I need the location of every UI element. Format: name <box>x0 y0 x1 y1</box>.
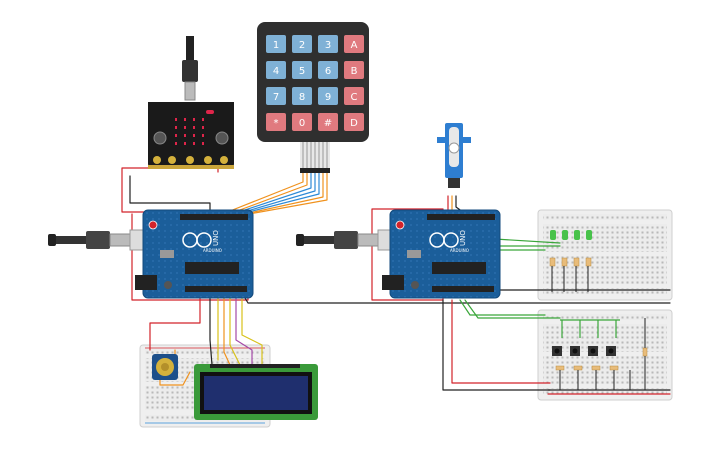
keypad-key-label: # <box>324 118 332 129</box>
keypad-key[interactable] <box>292 35 312 53</box>
keypad-key[interactable] <box>266 87 286 105</box>
keypad-4x4: 1 2 3 A 4 5 6 B 7 8 9 C * 0 # D <box>257 22 369 173</box>
keypad-key-label: 9 <box>325 92 331 103</box>
keypad-key-label: * <box>274 118 279 129</box>
keypad-key[interactable] <box>318 35 338 53</box>
keypad-key-label: 4 <box>273 66 279 77</box>
keypad-key[interactable] <box>344 61 364 79</box>
keypad-key-label: 6 <box>325 66 331 77</box>
arduino-uno-right: UNO ARDUINO <box>382 209 501 299</box>
keypad-key[interactable] <box>292 113 312 131</box>
usb-cable-right <box>296 229 395 251</box>
keypad-key[interactable] <box>292 87 312 105</box>
top-breadboard-jumpers <box>551 266 589 292</box>
keypad-key[interactable] <box>266 35 286 53</box>
led-row <box>550 230 592 240</box>
button-signal-wires <box>560 319 620 338</box>
keypad-key[interactable] <box>318 87 338 105</box>
breadboard-right-bottom <box>537 309 673 401</box>
keypad-key[interactable] <box>318 61 338 79</box>
usb-cable-left <box>48 229 147 251</box>
usb-cable-microbit <box>182 36 198 101</box>
keypad-key-label: D <box>350 118 358 129</box>
lcd-16x2 <box>194 364 318 420</box>
keypad-key-label: 0 <box>299 118 305 129</box>
arduino-right-brand-label: ARDUINO <box>450 248 469 253</box>
potentiometer <box>152 354 178 380</box>
keypad-key[interactable] <box>318 113 338 131</box>
microbit-led-matrix <box>175 118 204 145</box>
keypad-key-label: 5 <box>299 66 305 77</box>
keypad-key-label: A <box>351 40 358 51</box>
arduino-left-brand-label: ARDUINO <box>203 248 222 253</box>
arduino-left-model-label: UNO <box>212 230 220 246</box>
keypad-key[interactable] <box>266 113 286 131</box>
keypad-key-label: 1 <box>273 40 279 51</box>
keypad-key[interactable] <box>292 61 312 79</box>
breadboard-right-top <box>537 209 673 301</box>
bottom-breadboard-jumpers <box>559 318 646 390</box>
microbit <box>148 102 234 169</box>
arduino-right-model-label: UNO <box>459 230 467 246</box>
pushbutton-row <box>552 346 616 356</box>
keypad-key[interactable] <box>344 113 364 131</box>
arduino-uno-left: UNO ARDUINO <box>135 209 254 299</box>
keypad-key-label: 8 <box>299 92 305 103</box>
keypad-key-label: B <box>351 66 358 77</box>
servo-motor <box>437 123 471 188</box>
keypad-key[interactable] <box>344 87 364 105</box>
keypad-key[interactable] <box>266 61 286 79</box>
keypad-key[interactable] <box>344 35 364 53</box>
keypad-keys: 1 2 3 A 4 5 6 B 7 8 9 C * 0 # D <box>266 35 364 131</box>
microbit-edge-pins <box>153 156 228 164</box>
lcd-header-pins <box>210 364 300 368</box>
keypad-key-label: 7 <box>273 92 279 103</box>
keypad-key-label: 3 <box>325 40 331 51</box>
wires <box>121 167 671 395</box>
keypad-key-label: 2 <box>299 40 305 51</box>
keypad-key-label: C <box>351 92 358 103</box>
